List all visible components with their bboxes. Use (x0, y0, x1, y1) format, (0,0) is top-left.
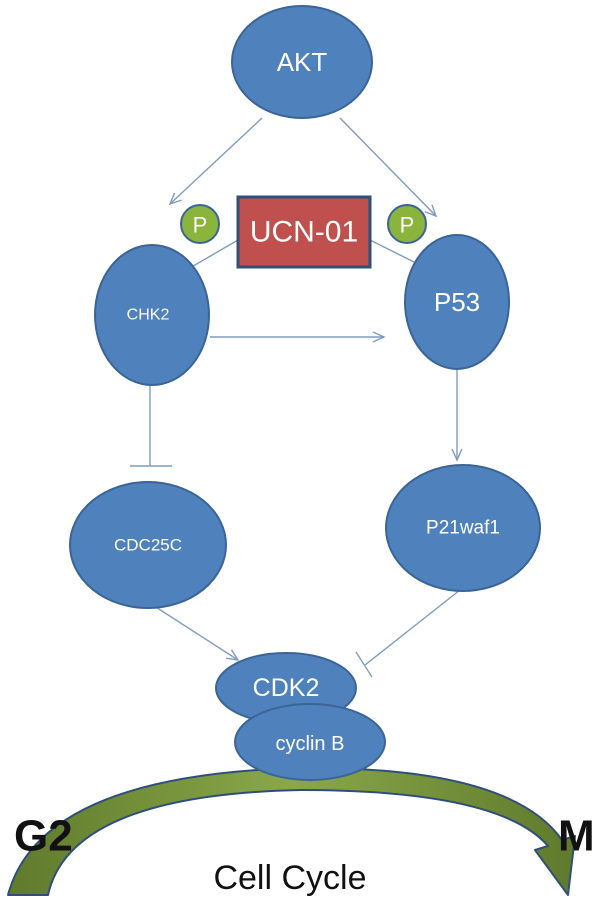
phospho-right-label: P (400, 213, 415, 238)
edge-cdc25c-cdk2 (147, 601, 240, 661)
node-akt: AKT (231, 5, 373, 119)
drug-ucn01: UCN-01 (236, 195, 372, 269)
node-p53: P53 (404, 234, 510, 370)
node-chk2-label: CHK2 (127, 307, 170, 324)
cell-cycle-label: Cell Cycle (213, 859, 366, 897)
node-cyclin-b-label: cyclin B (276, 733, 345, 755)
node-akt-label: AKT (277, 47, 328, 77)
drug-ucn01-label: UCN-01 (250, 216, 358, 249)
cell-cycle-arrow (7, 766, 576, 896)
node-chk2: CHK2 (94, 244, 210, 386)
node-p21waf1: P21waf1 (385, 464, 541, 592)
node-cdk2-label: CDK2 (253, 674, 320, 702)
node-cdc25c: CDC25C (69, 481, 227, 609)
node-cyclin-b: cyclin B (234, 703, 386, 781)
inhibition-p21-cdk2 (355, 589, 461, 678)
node-cdc25c-label: CDC25C (114, 536, 182, 555)
phospho-left: P (180, 204, 220, 244)
node-p21waf1-label: P21waf1 (426, 518, 500, 539)
phospho-left-label: P (193, 213, 208, 238)
edge-akt-p53 (339, 117, 438, 218)
phase-g2-label: G2 (14, 812, 73, 861)
node-p53-label: P53 (434, 287, 480, 317)
phase-m-label: M (558, 812, 595, 861)
edges (130, 117, 463, 678)
edge-akt-chk2 (168, 117, 263, 206)
phospho-right: P (387, 204, 427, 244)
inhibition-chk2-cdc25c (130, 378, 172, 467)
